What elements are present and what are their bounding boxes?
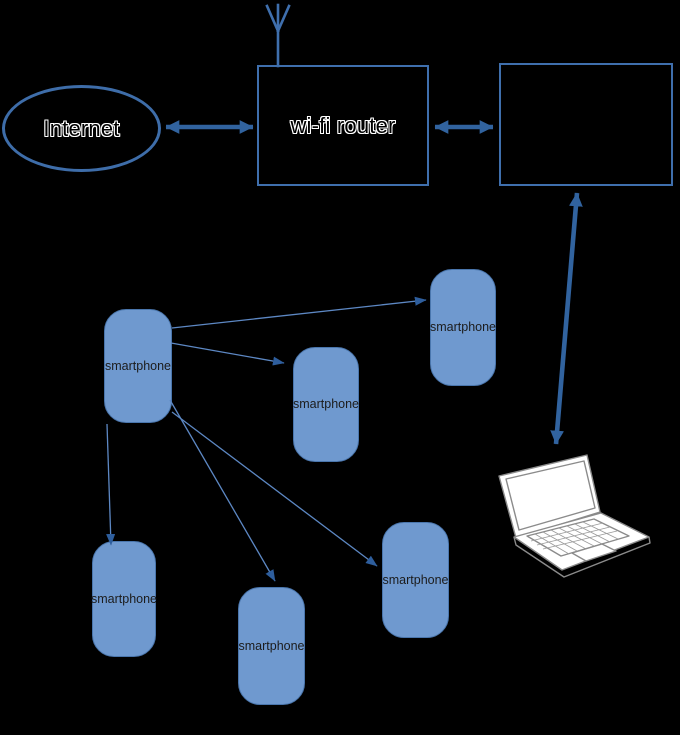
smartphone-label: smartphone <box>430 320 497 335</box>
internet-node: Internet <box>2 85 161 172</box>
smartphone-node-3: smartphone <box>430 269 496 386</box>
smartphone-label: smartphone <box>382 572 449 587</box>
router-label: wi-fi router <box>290 112 396 138</box>
smartphone-node-5: smartphone <box>238 587 305 705</box>
smartphone-node-6: smartphone <box>382 522 449 638</box>
arrow-phone1-phone2 <box>170 342 285 366</box>
smartphone-label: smartphone <box>105 358 172 373</box>
arrow-phone1-phone3 <box>171 296 427 329</box>
smartphone-label: smartphone <box>91 591 158 606</box>
internet-label: Internet <box>43 115 120 141</box>
smartphone-label: smartphone <box>293 397 360 412</box>
antenna-icon <box>265 3 291 68</box>
smartphone-node-2: smartphone <box>293 347 359 462</box>
laptop-icon <box>498 454 651 578</box>
arrow-phone1-phone5 <box>169 399 276 582</box>
smartphone-label: smartphone <box>238 638 305 653</box>
router-node: wi-fi router <box>257 65 429 186</box>
arrow-lanbox-laptop <box>550 192 583 445</box>
smartphone-node-4: smartphone <box>91 541 158 657</box>
lan-device-node <box>499 63 673 186</box>
arrow-phone1-phone4 <box>106 423 116 546</box>
smartphone-node-1: smartphone <box>104 309 172 423</box>
